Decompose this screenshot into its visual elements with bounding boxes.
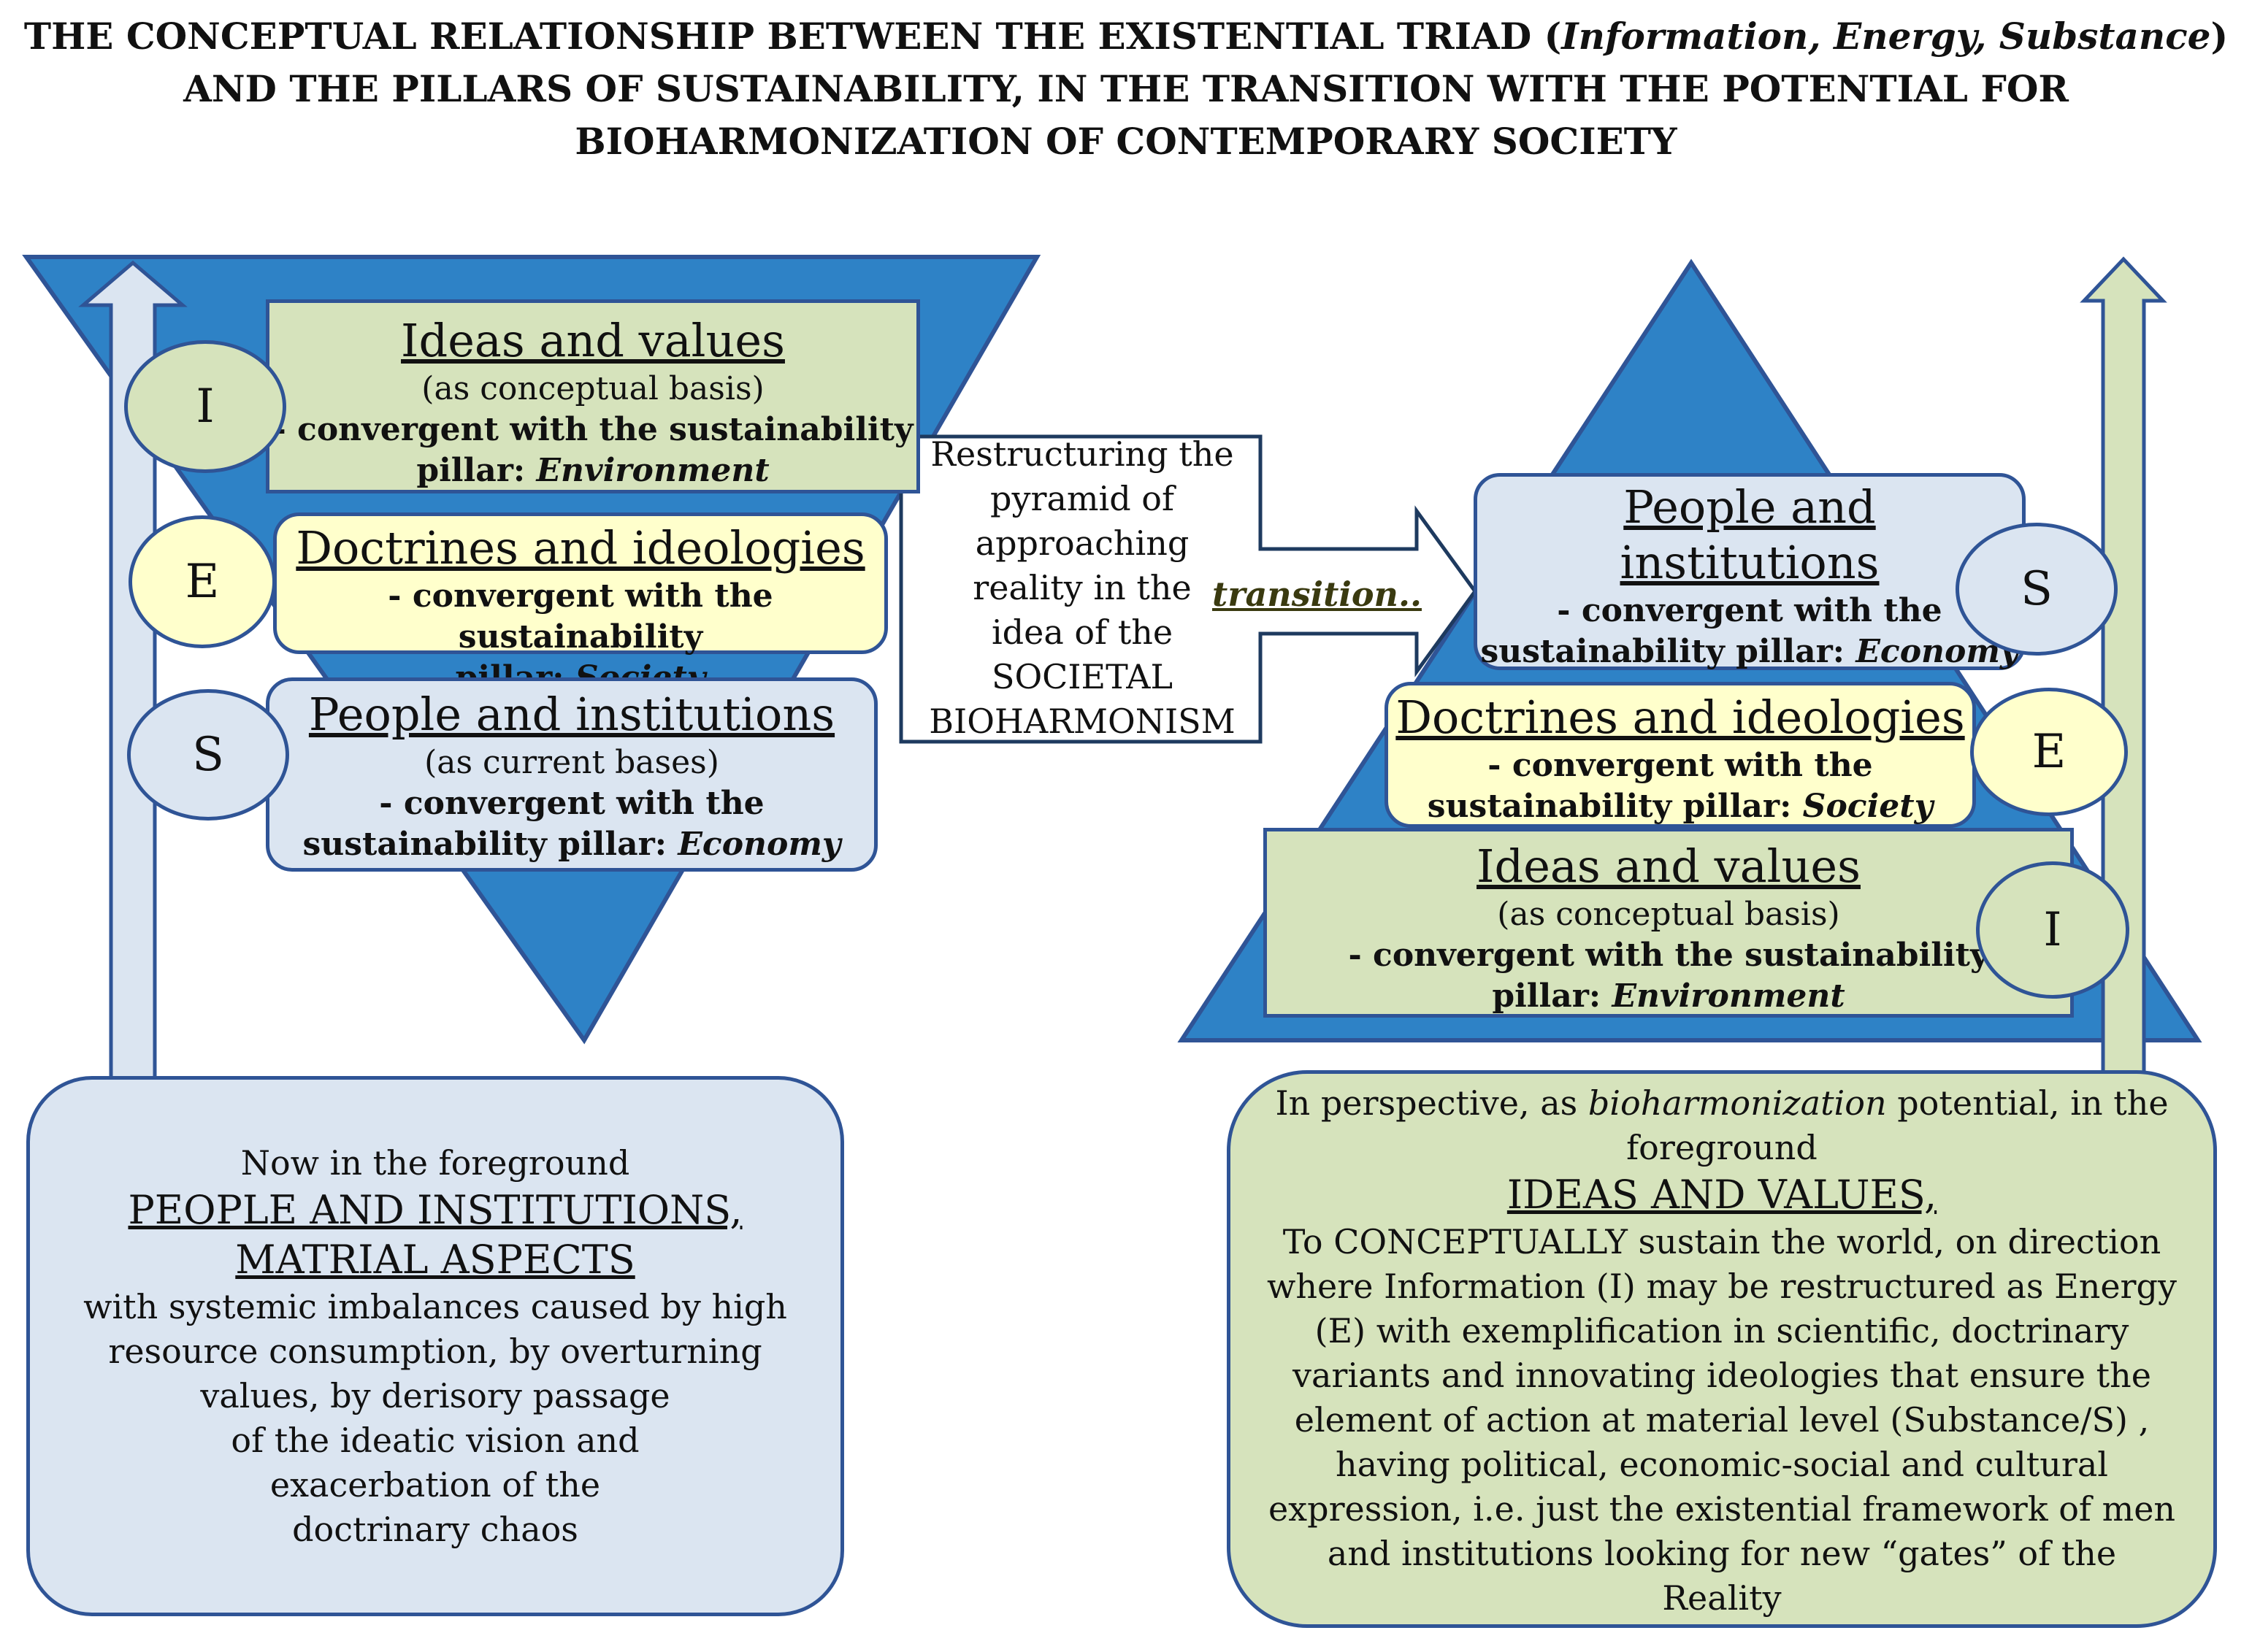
left-note-text-1: with systemic imbalances caused by high — [83, 1287, 787, 1326]
left-note-box: Now in the foreground PEOPLE AND INSTITU… — [26, 1076, 844, 1616]
right-note-text-2: where Information (I) may be restructure… — [1267, 1267, 2177, 1306]
right-note-text-7: expression, i.e. just the existential fr… — [1268, 1489, 2176, 1529]
left-people-sub: (as current bases) — [424, 744, 719, 781]
left-people-pillar: Economy — [678, 826, 841, 863]
transition-label: transition.. — [1212, 575, 1422, 614]
left-people-line2: sustainability pillar: — [302, 826, 678, 863]
right-note-text-3: (E) with exemplification in scientific, … — [1314, 1311, 2129, 1351]
right-doctrines-box: Doctrines and ideologies - convergent wi… — [1384, 682, 1976, 828]
restructuring-line-4: reality in the — [973, 568, 1192, 607]
left-ideas-heading: Ideas and values — [401, 314, 785, 367]
left-note-caps1: PEOPLE AND INSTITUTIONS, — [128, 1187, 743, 1233]
right-ideas-sub: (as conceptual basis) — [1497, 896, 1840, 933]
right-note-box: In perspective, as bioharmonization pote… — [1227, 1070, 2217, 1628]
right-ideas-line1: - convergent with the sustainability — [1348, 937, 1989, 974]
right-note-text-9: Reality — [1662, 1578, 1782, 1618]
left-ideas-pillar: Environment — [536, 452, 770, 489]
left-people-heading: People and institutions — [308, 688, 835, 741]
right-note-text-5: element of action at material level (Sub… — [1294, 1400, 2150, 1440]
restructuring-line-7: BIOHARMONISM — [929, 702, 1236, 741]
right-doctrines-pillar: Society — [1802, 788, 1934, 825]
right-circle-s: S — [1956, 523, 2118, 656]
left-people-line1: - convergent with the — [379, 785, 765, 822]
restructuring-line-3: approaching — [975, 523, 1190, 563]
left-doctrines-box: Doctrines and ideologies - convergent wi… — [273, 512, 888, 696]
right-note-text-8: and institutions looking for new “gates”… — [1327, 1534, 2117, 1573]
right-note-line1b: bioharmonization — [1587, 1083, 1887, 1123]
right-ideas-pillar: Environment — [1612, 977, 1845, 1015]
restructuring-text: Restructuring the pyramid of approaching… — [905, 432, 1259, 744]
left-circle-i: I — [124, 340, 286, 473]
left-note-text-2: resource consumption, by overturning — [108, 1332, 762, 1371]
left-note-text-5: exacerbation of the — [269, 1465, 601, 1505]
right-doctrines-line1: - convergent with the — [1487, 747, 1873, 784]
left-note-caps2: MATRIAL ASPECTS — [235, 1237, 635, 1283]
transition-arrow — [899, 434, 1478, 744]
right-up-arrow — [2080, 256, 2167, 1083]
restructuring-line-2: pyramid of — [990, 479, 1174, 518]
right-circle-e: E — [1970, 688, 2128, 816]
right-note-text-6: having political, economic-social and cu… — [1336, 1445, 2108, 1484]
left-up-arrow — [78, 260, 188, 1083]
right-note-line1a: In perspective, as — [1275, 1083, 1588, 1123]
left-note-text-6: doctrinary chaos — [292, 1510, 578, 1549]
right-ideas-heading: Ideas and values — [1477, 840, 1861, 893]
right-note-caps: IDEAS AND VALUES, — [1506, 1172, 1937, 1218]
left-circle-e: E — [129, 515, 276, 648]
left-ideas-line1: - convergent with the sustainability — [272, 411, 914, 448]
left-doctrines-heading: Doctrines and ideologies — [296, 521, 865, 575]
restructuring-line-5: idea of the — [991, 612, 1173, 652]
left-note-text-3: values, by derisory passage — [200, 1376, 670, 1415]
right-note-line1c: potential, in the — [1886, 1083, 2169, 1123]
left-circle-s: S — [127, 689, 289, 821]
right-people-line1: - convergent with the — [1557, 592, 1942, 629]
restructuring-line-6: SOCIETAL — [991, 657, 1173, 696]
left-ideas-line2: pillar: — [416, 452, 537, 489]
right-people-heading-1: People and — [1623, 480, 1876, 534]
right-doctrines-line2: sustainability pillar: — [1427, 788, 1803, 825]
right-doctrines-heading: Doctrines and ideologies — [1395, 691, 1965, 744]
restructuring-line-1: Restructuring the — [930, 434, 1234, 474]
right-note-text-4: variants and innovating ideologies that … — [1292, 1356, 2151, 1395]
right-ideas-box: Ideas and values (as conceptual basis) -… — [1263, 828, 2074, 1018]
right-people-box: People and institutions - convergent wit… — [1474, 473, 2026, 670]
right-people-line2: sustainability pillar: — [1480, 633, 1856, 670]
left-note-text-4: of the ideatic vision and — [231, 1421, 640, 1460]
left-ideas-sub: (as conceptual basis) — [421, 370, 765, 407]
left-people-box: People and institutions (as current base… — [266, 677, 878, 872]
right-ideas-line2: pillar: — [1492, 977, 1612, 1015]
left-doctrines-line1: - convergent with the sustainability — [388, 577, 773, 656]
left-ideas-box: Ideas and values (as conceptual basis) -… — [266, 299, 920, 493]
diagram-title: THE CONCEPTUAL RELATIONSHIP BETWEEN THE … — [23, 15, 2229, 163]
right-people-heading-2: institutions — [1620, 536, 1880, 589]
right-note-line2: foreground — [1626, 1128, 1818, 1167]
right-circle-i: I — [1976, 861, 2129, 999]
right-note-text-1: To CONCEPTUALLY sustain the world, on di… — [1282, 1222, 2161, 1261]
left-note-line1: Now in the foreground — [240, 1143, 630, 1183]
